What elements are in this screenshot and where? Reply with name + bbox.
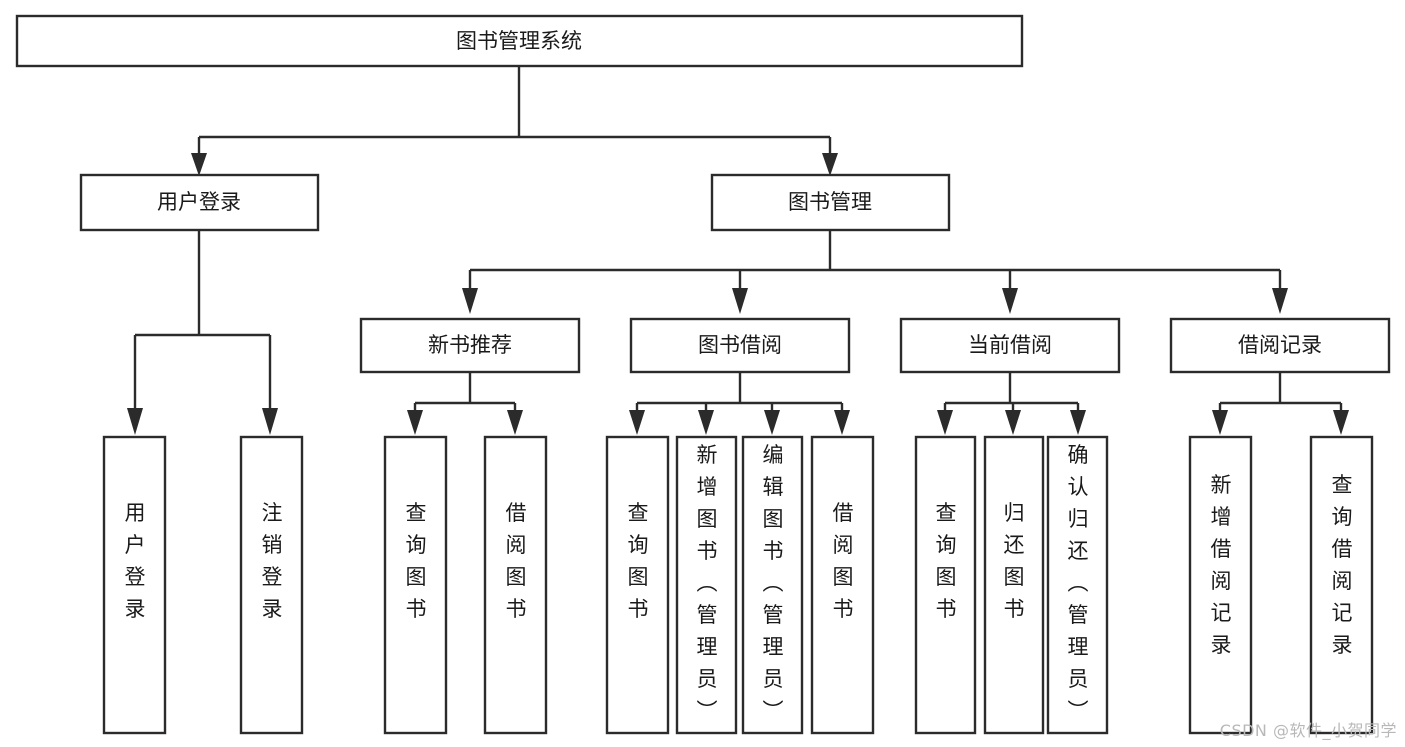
leaf-user-login-0[interactable]: 用户登录 xyxy=(102,435,167,735)
arrow-head-to-book-manage xyxy=(822,153,838,176)
connector-new-book-rec-to-leaves xyxy=(407,372,523,435)
arrow-head-leaf-user-1 xyxy=(127,408,143,435)
arrow-head-leaf-cb-2 xyxy=(1005,410,1021,435)
node-book-borrow-label: 图书借阅 xyxy=(698,333,782,357)
connector-borrow-record-to-leaves xyxy=(1212,372,1349,435)
node-book-borrow[interactable]: 图书借阅 xyxy=(629,317,851,374)
arrow-head-leaf-nbr-1 xyxy=(407,410,423,435)
arrow-head-leaf-user-2 xyxy=(262,408,278,435)
node-root-box xyxy=(15,14,1024,68)
arrow-head-to-new-book-rec xyxy=(462,288,478,314)
connector-book-borrow-to-leaves xyxy=(629,372,850,435)
arrow-head-leaf-bb-1 xyxy=(629,410,645,435)
leaf-new-book-rec-0[interactable]: 查询图书 xyxy=(383,435,448,735)
arrow-head-leaf-bb-4 xyxy=(834,410,850,435)
arrow-head-leaf-br-2 xyxy=(1333,410,1349,435)
leaf-label: 新增图书︵管理员︶ xyxy=(697,443,718,723)
leaf-box xyxy=(483,435,548,735)
node-book-manage-label: 图书管理 xyxy=(788,190,872,214)
node-new-book-rec-box xyxy=(359,317,581,374)
connector-current-borrow-to-leaves xyxy=(937,372,1086,435)
leaf-label: 用户登录 xyxy=(125,501,146,621)
leaf-label: 查询图书 xyxy=(406,501,427,621)
leaf-book-borrow-1[interactable]: 新增图书︵管理员︶ xyxy=(675,435,738,735)
leaf-label: 借阅图书 xyxy=(506,501,527,621)
arrow-head-to-borrow-record xyxy=(1272,288,1288,314)
node-borrow-record-box xyxy=(1169,317,1391,374)
arrow-head-leaf-bb-2 xyxy=(698,410,714,435)
leaf-label: 查询图书 xyxy=(628,501,649,621)
node-user-login[interactable]: 用户登录 xyxy=(79,173,320,232)
leaf-box xyxy=(383,435,448,735)
arrow-head-to-user-login xyxy=(191,153,207,176)
leaf-label: 确认归还︵管理员︶ xyxy=(1068,443,1089,723)
node-book-manage-box xyxy=(710,173,951,232)
leaf-box xyxy=(675,435,738,735)
leaf-book-borrow-2[interactable]: 编辑图书︵管理员︶ xyxy=(741,435,804,735)
leaf-current-borrow-2[interactable]: 确认归还︵管理员︶ xyxy=(1046,435,1109,735)
leaf-current-borrow-1[interactable]: 归还图书 xyxy=(983,435,1045,735)
arrow-head-leaf-cb-3 xyxy=(1070,410,1086,435)
leaf-box xyxy=(914,435,977,735)
leaf-label: 查询图书 xyxy=(936,501,957,621)
leaf-box xyxy=(102,435,167,735)
arrow-head-to-book-borrow xyxy=(732,288,748,314)
node-borrow-record-label: 借阅记录 xyxy=(1238,333,1322,357)
leaf-box xyxy=(605,435,670,735)
leaf-box xyxy=(1046,435,1109,735)
leaf-label: 编辑图书︵管理员︶ xyxy=(763,443,784,723)
arrow-head-leaf-cb-1 xyxy=(937,410,953,435)
node-borrow-record[interactable]: 借阅记录 xyxy=(1169,317,1391,374)
node-root[interactable]: 图书管理系统 xyxy=(15,14,1024,68)
leaf-new-book-rec-1[interactable]: 借阅图书 xyxy=(483,435,548,735)
node-user-login-label: 用户登录 xyxy=(157,190,241,214)
node-current-borrow-label: 当前借阅 xyxy=(968,333,1052,357)
leaf-label: 注销登录 xyxy=(262,501,283,621)
leaf-box xyxy=(983,435,1045,735)
leaf-user-login-1[interactable]: 注销登录 xyxy=(239,435,304,735)
leaf-current-borrow-0[interactable]: 查询图书 xyxy=(914,435,977,735)
leaf-borrow-record-1[interactable]: 查询借阅记录 xyxy=(1309,435,1374,735)
leaf-book-borrow-0[interactable]: 查询图书 xyxy=(605,435,670,735)
leaf-label: 新增借阅记录 xyxy=(1211,473,1232,657)
leaf-box xyxy=(810,435,875,735)
leaf-box xyxy=(1309,435,1374,735)
leaf-label: 借阅图书 xyxy=(833,501,854,621)
node-root-label: 图书管理系统 xyxy=(456,29,582,53)
arrow-head-to-current-borrow xyxy=(1002,288,1018,314)
node-book-borrow-box xyxy=(629,317,851,374)
node-new-book-rec-label: 新书推荐 xyxy=(428,333,512,357)
leaf-box xyxy=(239,435,304,735)
leaf-label: 查询借阅记录 xyxy=(1332,473,1353,657)
leaf-label: 归还图书 xyxy=(1004,501,1025,621)
node-book-manage[interactable]: 图书管理 xyxy=(710,173,951,232)
arrow-head-leaf-bb-3 xyxy=(764,410,780,435)
leaf-box xyxy=(1188,435,1253,735)
leaf-borrow-record-0[interactable]: 新增借阅记录 xyxy=(1188,435,1253,735)
connector-root-to-level1 xyxy=(191,66,838,176)
connector-book-manage-to-level2 xyxy=(462,230,1288,314)
node-new-book-rec[interactable]: 新书推荐 xyxy=(359,317,581,374)
connector-user-login-to-leaves xyxy=(127,230,278,435)
arrow-head-leaf-br-1 xyxy=(1212,410,1228,435)
arrow-head-leaf-nbr-2 xyxy=(507,410,523,435)
leaf-box xyxy=(741,435,804,735)
leaf-book-borrow-3[interactable]: 借阅图书 xyxy=(810,435,875,735)
node-current-borrow[interactable]: 当前借阅 xyxy=(899,317,1121,374)
node-current-borrow-box xyxy=(899,317,1121,374)
